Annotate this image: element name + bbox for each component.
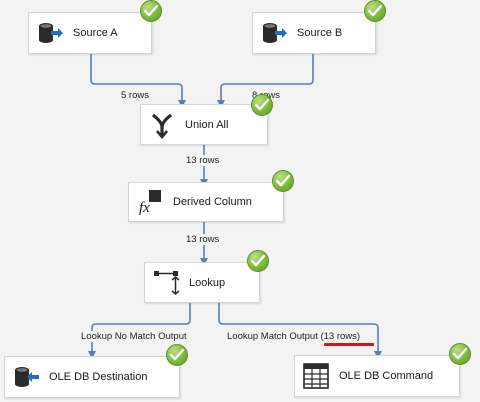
- ole-db-command-label: OLE DB Command: [339, 370, 434, 382]
- union-all-component[interactable]: Union All: [140, 104, 268, 145]
- lookup-success-icon: [247, 250, 269, 272]
- source-a-label: Source A: [73, 27, 118, 39]
- path-source-b-to-union[interactable]: [217, 54, 314, 108]
- lookup-icon: [151, 268, 181, 298]
- source-b-label: Source B: [297, 27, 343, 39]
- path-lookup-no-match[interactable]: [88, 303, 191, 359]
- union-all-label: Union All: [185, 118, 229, 131]
- union-row-count: 13 rows: [185, 155, 221, 166]
- union-all-success-icon: [251, 94, 273, 116]
- derived-column-success-icon: [272, 170, 294, 192]
- database-arrow-right-icon: [259, 18, 289, 48]
- path-lookup-match[interactable]: [218, 303, 382, 359]
- ole-db-destination-label: OLE DB Destination: [49, 371, 148, 383]
- fx-function-icon: fx: [135, 187, 165, 217]
- lookup-component[interactable]: Lookup: [144, 262, 260, 303]
- match-output-row-count: (13 rows): [320, 331, 361, 342]
- no-match-output-label: Lookup No Match Output: [80, 331, 188, 342]
- ole-db-command-success-icon: [449, 343, 471, 365]
- source-a-success-icon: [140, 0, 162, 22]
- ole-db-destination-success-icon: [166, 344, 188, 366]
- grid-table-icon: [301, 361, 331, 391]
- source-b-component[interactable]: Source B: [252, 12, 376, 54]
- source-b-success-icon: [364, 0, 386, 22]
- union-merge-icon: [147, 110, 177, 140]
- path-source-a-to-union[interactable]: [90, 54, 186, 108]
- source-a-component[interactable]: Source A: [28, 12, 152, 54]
- ole-db-command-component[interactable]: OLE DB Command: [294, 355, 460, 397]
- database-arrow-left-icon: [11, 362, 41, 392]
- highlight-underline: [324, 343, 374, 346]
- match-output-label: Lookup Match Output (13 rows): [226, 331, 362, 342]
- derived-column-component[interactable]: fx Derived Column: [128, 182, 284, 222]
- match-output-name: Lookup Match Output: [227, 331, 318, 342]
- ole-db-destination-component[interactable]: OLE DB Destination: [4, 356, 180, 398]
- svg-text:fx: fx: [139, 200, 150, 216]
- source-a-row-count: 5 rows: [120, 90, 150, 101]
- derived-row-count: 13 rows: [185, 234, 221, 245]
- database-arrow-right-icon: [35, 18, 65, 48]
- lookup-label: Lookup: [189, 276, 226, 289]
- derived-column-label: Derived Column: [173, 196, 252, 208]
